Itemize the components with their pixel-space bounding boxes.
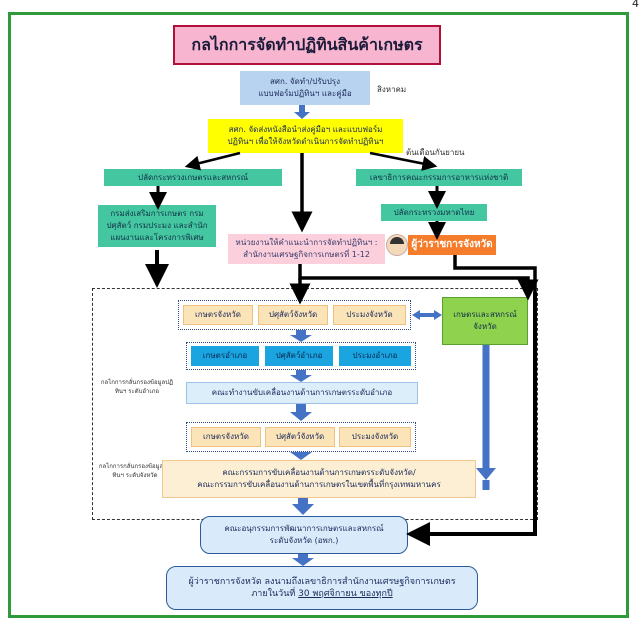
province-screening-label: กลไกการกลั่นกรองข้อมูลปฏิทินฯ ระดับจังหว… <box>98 463 172 479</box>
create-forms-box: สศก. จัดทำ/ปรับปรุง แบบฟอร์มปฏิทินฯ และค… <box>240 71 370 105</box>
provincial-committee-line1: คณะกรรมการขับเคลื่อนงานด้านการเกษตรระดับ… <box>222 468 416 477</box>
provincial-committee-line2: คณะกรรมการขับเคลื่อนงานด้านการเกษตรในเขต… <box>197 480 441 489</box>
create-forms-line2: แบบฟอร์มปฏิทินฯ และคู่มือ <box>258 89 352 98</box>
district-fishery: ประมงอำเภอ <box>339 346 411 366</box>
arrow-sub-final <box>292 554 314 566</box>
arrow-1-head <box>294 112 310 119</box>
prov-livestock-2: ปศุสัตว์จังหวัด <box>265 427 335 447</box>
send-manual-box: สศก. จัดส่งหนังสือนำส่งคู่มือฯ และแบบฟอร… <box>208 119 403 153</box>
district-livestock: ปศุสัตว์อำเภอ <box>265 346 333 366</box>
arrow-prov-district <box>290 330 312 342</box>
governor-box: ผู้ว่าราชการจังหวัด <box>408 235 496 255</box>
note-august: สิงหาคม <box>377 85 407 94</box>
moi-permanent-secretary-box: ปลัดกระทรวงมหาดไทย <box>381 204 487 221</box>
prov-livestock-1: ปศุสัตว์จังหวัด <box>258 305 328 325</box>
nfc-secretary-box: เลขาธิการคณะกรรมการอาหารแห่งชาติ <box>356 169 522 186</box>
district-group <box>186 342 416 370</box>
final-line1: ผู้ว่าราชการจังหวัด ลงนามถึงเลขาธิการสำน… <box>188 577 456 587</box>
arrow-left-branch <box>184 151 241 171</box>
district-screening-label: กลไกการกลั่นกรองข้อมูลปฏิทินฯ ระดับอำเภอ <box>100 379 174 395</box>
prov-agri-2: เกษตรจังหวัด <box>191 427 261 447</box>
diagram-frame <box>8 12 629 618</box>
arrow-right-branch <box>369 151 438 171</box>
final-submission-box: ผู้ว่าราชการจังหวัด ลงนามถึงเลขาธิการสำน… <box>166 566 478 610</box>
arrow-black-long <box>406 292 537 546</box>
prov-fishery-1: ประมงจังหวัด <box>333 305 406 325</box>
governor-avatar-icon <box>386 234 408 256</box>
diagram-title: กลไกการจัดทำปฏิทินสินค้าเกษตร <box>173 25 441 65</box>
final-line2-prefix: ภายในวันที่ <box>251 589 299 599</box>
district-committee-box: คณะทำงานขับเคลื่อนงานด้านการเกษตรระดับอำ… <box>186 382 418 404</box>
departments-box: กรมส่งเสริมการเกษตร กรมปศุสัตว์ กรมประมง… <box>98 205 216 247</box>
prov-agri-1: เกษตรจังหวัด <box>183 305 253 325</box>
advisory-unit-box: หน่วยงานให้คำแนะนำการจัดทำปฏิทินฯ : สำนั… <box>228 234 385 264</box>
provincial-committee-box: คณะกรรมการขับเคลื่อนงานด้านการเกษตรระดับ… <box>162 460 476 498</box>
prov-fishery-2: ประมงจังหวัด <box>339 427 411 447</box>
send-manual-line2: ปฏิทินฯ เพื่อให้จังหวัดดำเนินการจัดทำปฏิ… <box>227 137 384 146</box>
prov-agri-coop-box: เกษตรและสหกรณ์จังหวัด <box>442 297 528 345</box>
subcommittee-box: คณะอนุกรรมการพัฒนาการเกษตรและสหกรณ์ ระดั… <box>200 516 408 554</box>
subcommittee-line2: ระดับจังหวัด (อพก.) <box>269 536 339 545</box>
final-line2: ภายในวันที่ 30 พฤศจิกายน ของทุกปี <box>251 588 392 600</box>
moac-permanent-secretary-box: ปลัดกระทรวงเกษตรและสหกรณ์ <box>104 169 282 186</box>
district-agri: เกษตรอำเภอ <box>191 346 259 366</box>
arrow-district-committee <box>290 370 312 382</box>
arrow-gov-branch <box>453 255 537 292</box>
final-deadline: 30 พฤศจิกายน ของทุกปี <box>298 589 393 599</box>
subcommittee-line1: คณะอนุกรรมการพัฒนาการเกษตรและสหกรณ์ <box>224 524 384 533</box>
note-early-september: ต้นเดือนกันยายน <box>406 148 465 157</box>
page-number: 4 <box>632 0 639 10</box>
send-manual-line1: สศก. จัดส่งหนังสือนำส่งคู่มือฯ และแบบฟอร… <box>228 125 383 134</box>
create-forms-line1: สศก. จัดทำ/ปรับปรุง <box>270 77 340 86</box>
arrow-committee-sub <box>292 498 314 515</box>
provincial-group-2 <box>186 422 416 452</box>
arrow-prov2-committee <box>290 452 312 460</box>
arrow-gov-to-region <box>298 264 539 301</box>
arrow-committee-prov2 <box>290 404 312 421</box>
